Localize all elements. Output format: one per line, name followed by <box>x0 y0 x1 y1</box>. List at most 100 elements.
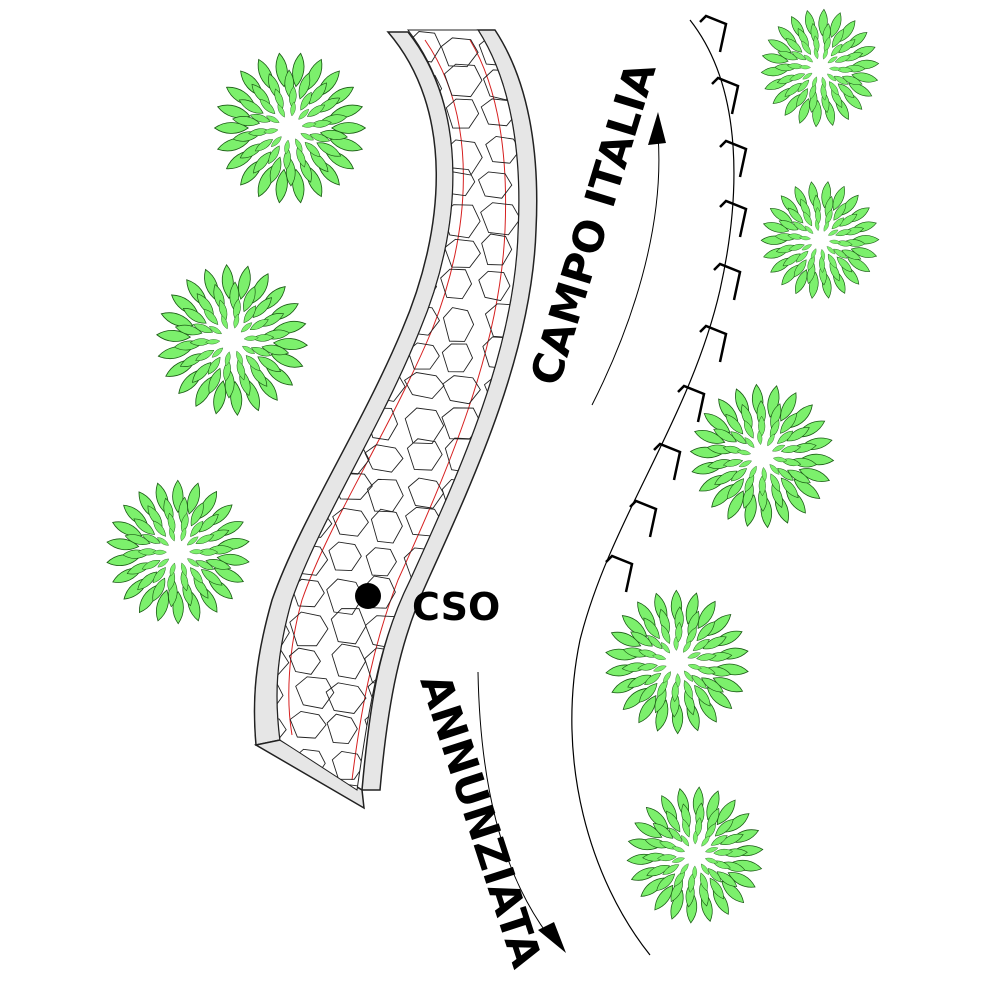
stone-channel <box>253 29 559 810</box>
cobblestone <box>287 270 325 307</box>
cobblestone <box>277 234 288 266</box>
cobblestone <box>406 438 443 471</box>
cobblestone <box>442 375 481 405</box>
cobblestone <box>289 611 329 647</box>
cobblestone <box>277 543 288 577</box>
cobblestone <box>327 307 366 342</box>
cobblestone <box>277 777 294 790</box>
cobblestone <box>520 677 554 711</box>
cobblestone <box>370 238 405 276</box>
parking-brackets <box>605 14 748 593</box>
cobblestone <box>365 172 400 208</box>
cobblestone <box>440 37 479 68</box>
street-label-campo-italia: CAMPO ITALIA <box>521 56 666 391</box>
cobblestone <box>444 238 481 268</box>
cobblestone <box>481 233 513 266</box>
parking-bracket <box>713 262 742 301</box>
cobblestone <box>407 342 440 370</box>
cobblestone <box>363 269 402 304</box>
cobblestone <box>443 63 483 98</box>
cobblestone <box>478 270 511 302</box>
cobblestone <box>516 749 519 787</box>
cobblestone <box>518 784 519 790</box>
parking-bracket <box>719 199 748 238</box>
tree-icon <box>214 52 366 204</box>
cobblestone <box>524 611 557 643</box>
cobblestone <box>291 375 324 406</box>
cobblestone <box>440 268 473 300</box>
cobblestone <box>522 716 559 748</box>
parking-bracket <box>677 384 706 423</box>
channel-red-edge-left <box>288 39 464 736</box>
cobblestone <box>477 171 513 199</box>
channel-red-edge-right <box>351 39 507 781</box>
cobblestone <box>485 135 519 164</box>
cobblestone <box>327 235 368 266</box>
cobblestone <box>405 645 439 679</box>
tree-icon <box>689 383 835 529</box>
tree-icon <box>760 180 880 300</box>
arrow-icon-up <box>648 112 666 145</box>
cobblestone <box>288 779 320 790</box>
parking-bracket <box>699 14 728 53</box>
parking-bracket <box>629 499 658 538</box>
cobblestone <box>366 478 404 513</box>
cobblestone <box>366 303 406 332</box>
parking-bracket <box>719 139 748 178</box>
cobblestone <box>277 511 288 542</box>
channel-bed <box>276 29 520 791</box>
cobblestone <box>445 98 480 129</box>
cobblestone <box>277 471 290 502</box>
cobblestone <box>478 505 519 535</box>
channel-end-cap <box>253 739 365 810</box>
cobblestone <box>277 649 290 677</box>
cobblestone <box>277 680 284 710</box>
cobblestone <box>325 682 367 714</box>
arrow-icon-down <box>538 922 566 953</box>
cobblestone <box>293 203 328 233</box>
cobblestone <box>445 544 486 574</box>
cobblestone <box>330 337 362 375</box>
cobblestone <box>524 512 559 541</box>
cobblestone <box>289 710 327 739</box>
cobblestone <box>295 445 328 479</box>
cobblestone <box>277 716 287 744</box>
cobblestone <box>367 104 400 132</box>
road-lines <box>477 19 735 956</box>
cobblestone <box>484 303 519 339</box>
cobblestone <box>277 614 290 651</box>
cobblestone <box>442 307 475 342</box>
cobblestone <box>480 202 519 236</box>
cobblestone <box>326 713 358 745</box>
parking-bracket <box>605 554 634 593</box>
cobblestone <box>517 542 519 579</box>
cobblestone <box>365 547 397 577</box>
cobblestone <box>521 410 555 443</box>
cobblestone <box>478 645 519 681</box>
point-marker-icon <box>355 583 381 609</box>
cobblestone <box>480 444 514 475</box>
cobblestone <box>332 507 369 537</box>
cobblestone <box>521 68 551 98</box>
cobblestone <box>517 36 519 73</box>
cobblestone <box>364 444 404 473</box>
point-label: CSO <box>412 585 500 629</box>
cobblestone <box>277 443 291 479</box>
cobblestone <box>327 370 369 407</box>
tree-icon <box>155 263 309 417</box>
lower-arrow-curve <box>477 671 549 936</box>
cobblestone <box>403 372 445 400</box>
cobblestone <box>484 542 519 577</box>
cobblestone <box>484 681 519 711</box>
cobblestone <box>370 508 403 544</box>
tree-icon <box>626 786 764 924</box>
cobblestone <box>518 573 519 609</box>
cobblestone <box>485 713 519 743</box>
tree-icon <box>105 479 251 625</box>
cobblestone <box>364 205 397 235</box>
cobblestone <box>329 31 368 60</box>
upper-arrow-curve <box>591 134 660 406</box>
cobblestone <box>365 65 402 97</box>
cobblestone <box>291 578 325 608</box>
